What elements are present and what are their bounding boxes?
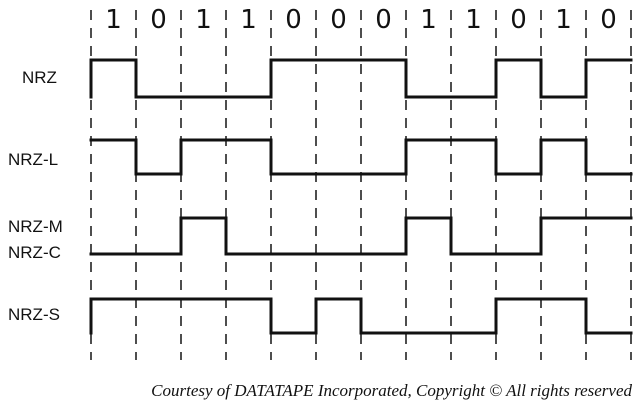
bit-label: 1 (420, 5, 437, 35)
waveform-nrz-s (89, 297, 633, 335)
bit-label: 0 (510, 5, 527, 35)
encoding-labels: NRZ NRZ-L NRZ-M NRZ-C NRZ-S (8, 68, 63, 324)
encoding-label-nrz-m: NRZ-M (8, 217, 63, 236)
waveform-nrz-l (89, 138, 633, 176)
encoding-label-nrz-m: NRZ-C (8, 243, 61, 262)
encoding-label-nrz: NRZ (22, 68, 57, 87)
bit-label: 0 (150, 5, 167, 35)
bit-label: 1 (195, 5, 212, 35)
bit-label: 0 (375, 5, 392, 35)
bit-label: 0 (330, 5, 347, 35)
waveform-nrz (89, 58, 633, 99)
bit-label: 1 (555, 5, 572, 35)
bit-label: 1 (465, 5, 482, 35)
bit-label: 1 (105, 5, 122, 35)
bit-label: 0 (285, 5, 302, 35)
waveform-nrz-m (89, 216, 633, 256)
bit-label: 1 (240, 5, 257, 35)
encoding-label-nrz-l: NRZ-L (8, 150, 58, 169)
copyright-credit: Courtesy of DATATAPE Incorporated, Copyr… (151, 381, 632, 400)
waveforms (89, 58, 633, 335)
bit-label: 0 (600, 5, 617, 35)
encoding-label-nrz-s: NRZ-S (8, 305, 60, 324)
